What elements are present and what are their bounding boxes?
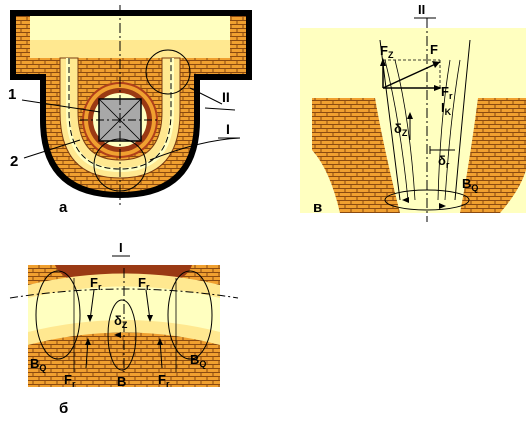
label-b-center: B: [117, 374, 126, 389]
panel-v-caption: в: [313, 199, 322, 216]
label-fr-bot-left: Fr: [64, 372, 76, 389]
panel-a: 1 2 II I а: [8, 5, 252, 216]
detail-circle-II: [145, 49, 191, 95]
current-loop-ellipse: [384, 189, 470, 211]
panel-a-caption: а: [59, 199, 68, 216]
label-bq: BQ: [462, 176, 478, 193]
label-fr: Fr: [441, 84, 453, 101]
label-bq-right: BQ: [190, 352, 206, 369]
label-fr-bot-right: Fr: [158, 372, 170, 389]
label-dz: δZ: [114, 313, 128, 330]
label-fz: FZ: [380, 43, 394, 60]
label-dz: δZ: [394, 121, 408, 138]
callout-1: 1: [8, 86, 16, 103]
label-dr: δr: [438, 153, 450, 170]
detail-circle-I: [93, 138, 147, 192]
callout-I: I: [226, 121, 230, 137]
label-ik: IK: [441, 100, 452, 117]
label-f: F: [430, 42, 438, 57]
channel-u: [59, 57, 181, 179]
label-fr-top-right: Fr: [138, 275, 150, 292]
brick-left: [312, 98, 400, 213]
brick-right: [460, 98, 526, 213]
panel-v: II FZ F Fr IK δZ δr BQ в: [300, 2, 526, 222]
panel-b-caption: б: [59, 400, 68, 417]
panel-v-title: II: [418, 2, 425, 17]
panel-b-title: I: [119, 240, 123, 255]
panel-b: I Fr Fr δZ BQ BQ Fr B Fr б: [9, 240, 239, 417]
label-bq-left: BQ: [30, 356, 46, 373]
label-fr-top-left: Fr: [90, 275, 102, 292]
callout-2: 2: [10, 153, 18, 170]
callout-II: II: [222, 89, 230, 105]
